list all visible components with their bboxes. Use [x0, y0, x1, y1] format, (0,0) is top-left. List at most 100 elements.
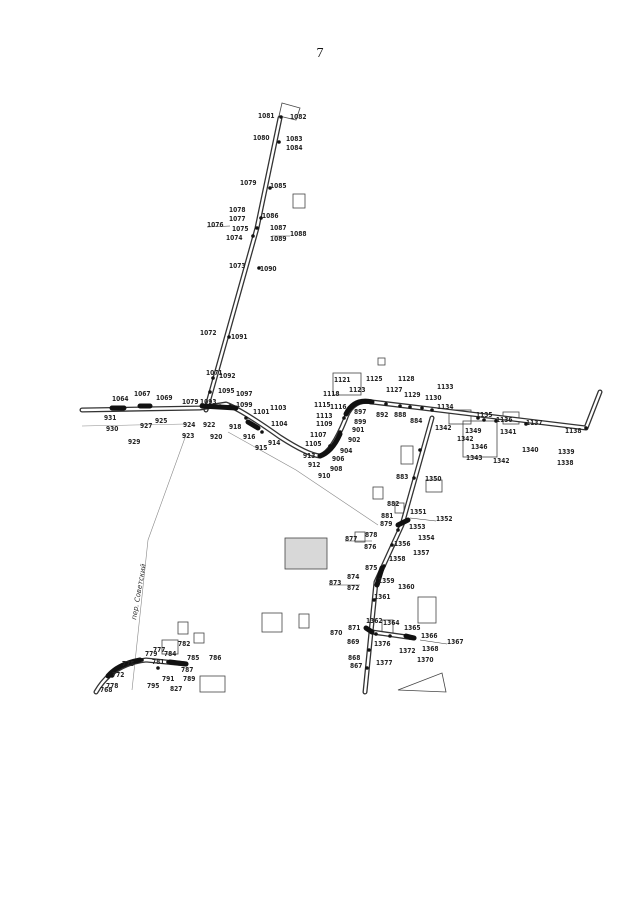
- picket-label: 883: [396, 473, 408, 481]
- picket-label: 1365: [404, 624, 421, 632]
- picket-label: 772: [112, 671, 124, 679]
- picket-node: [420, 406, 424, 410]
- picket-label: 879: [380, 520, 392, 528]
- picket-label: 1361: [374, 593, 391, 601]
- picket-label: 867: [350, 662, 362, 670]
- picket-label: 1104: [271, 420, 288, 428]
- picket-node: [202, 404, 206, 408]
- picket-label: 1109: [316, 420, 333, 428]
- pipe-section: [317, 431, 343, 459]
- picket-label: 877: [345, 535, 357, 543]
- picket-label: 1083: [286, 135, 303, 143]
- picket-label: 873: [329, 579, 341, 587]
- picket-label: 789: [183, 675, 195, 683]
- building: [261, 612, 283, 633]
- picket-label: 881: [381, 512, 393, 520]
- picket-label: 1367: [447, 638, 464, 646]
- picket-label: 1105: [305, 440, 322, 448]
- picket-label: 785: [187, 654, 199, 662]
- picket-label: 1376: [374, 640, 391, 648]
- picket-label: 1082: [290, 113, 307, 121]
- pipe-section: [245, 419, 261, 431]
- picket-label: 892: [376, 411, 388, 419]
- picket-node: [376, 582, 380, 586]
- picket-label: 1084: [286, 144, 303, 152]
- picket-label: 878: [365, 531, 377, 539]
- picket-node: [184, 662, 188, 666]
- picket-node: [524, 422, 528, 426]
- picket-node: [257, 266, 261, 270]
- picket-label: 1137: [526, 419, 543, 427]
- picket-label: 912: [308, 461, 320, 469]
- picket-label: 1079: [182, 398, 199, 406]
- picket-node: [418, 448, 422, 452]
- picket-label: 1116: [330, 403, 347, 411]
- picket-label: 1107: [310, 431, 327, 439]
- pipe-section: [105, 657, 143, 679]
- picket-label: 888: [394, 411, 406, 419]
- picket-label: 1349: [465, 427, 482, 435]
- picket-node: [227, 335, 231, 339]
- picket-node: [388, 634, 392, 638]
- picket-label: 1091: [231, 333, 248, 341]
- picket-label: 1134: [437, 403, 454, 411]
- pipe-section: [343, 398, 375, 417]
- picket-node: [390, 543, 394, 547]
- picket-node: [244, 416, 248, 420]
- picket-node: [260, 430, 264, 434]
- picket-label: 1072: [200, 329, 217, 337]
- picket-label: 1352: [436, 515, 453, 523]
- picket-label: 1067: [134, 390, 151, 398]
- picket-label: 1115: [314, 401, 331, 409]
- picket-label: 1128: [398, 375, 415, 383]
- picket-node: [156, 666, 160, 670]
- picket-node: [364, 400, 368, 404]
- picket-label: 1135: [476, 411, 493, 419]
- picket-node: [384, 402, 388, 406]
- picket-label: 779: [145, 650, 157, 658]
- picket-label: 870: [330, 629, 342, 637]
- picket-node: [124, 662, 128, 666]
- picket-label: 1121: [334, 376, 351, 384]
- picket-label: 1372: [399, 647, 416, 655]
- picket-label: 1359: [378, 577, 395, 585]
- lot-border: [227, 431, 379, 526]
- building: [298, 613, 310, 629]
- picket-label: 1125: [366, 375, 383, 383]
- picket-label: 915: [255, 444, 267, 452]
- picket-node: [228, 404, 232, 408]
- lot-border: [81, 423, 187, 427]
- picket-label: 1101: [253, 408, 270, 416]
- building: [284, 537, 328, 570]
- picket-node: [110, 674, 114, 678]
- picket-label: 1350: [425, 475, 442, 483]
- picket-node: [140, 658, 144, 662]
- picket-node: [482, 418, 486, 422]
- picket-label: 1071: [206, 369, 223, 377]
- street-line: [131, 434, 187, 691]
- picket-node: [400, 521, 404, 525]
- picket-label: 1357: [413, 549, 430, 557]
- picket-label: 1064: [112, 395, 129, 403]
- picket-label: 882: [387, 500, 399, 508]
- picket-label: 1366: [421, 632, 438, 640]
- picket-label: 1095: [218, 387, 235, 395]
- picket-node: [365, 666, 369, 670]
- picket-node: [398, 404, 402, 408]
- picket-label: 876: [364, 543, 376, 551]
- picket-label: 1080: [253, 134, 270, 142]
- building: [161, 639, 179, 655]
- picket-label: 906: [332, 455, 344, 463]
- picket-label: 1346: [471, 443, 488, 451]
- picket-label: 775: [122, 660, 134, 668]
- picket-label: 916: [243, 433, 255, 441]
- picket-label: 931: [104, 414, 116, 422]
- picket-label: 1360: [398, 583, 415, 591]
- picket-node: [208, 390, 212, 394]
- picket-label: 1076: [207, 221, 224, 229]
- picket-label: 1077: [229, 215, 246, 223]
- picket-node: [350, 404, 354, 408]
- leader-line: [206, 225, 231, 228]
- picket-label: 872: [347, 584, 359, 592]
